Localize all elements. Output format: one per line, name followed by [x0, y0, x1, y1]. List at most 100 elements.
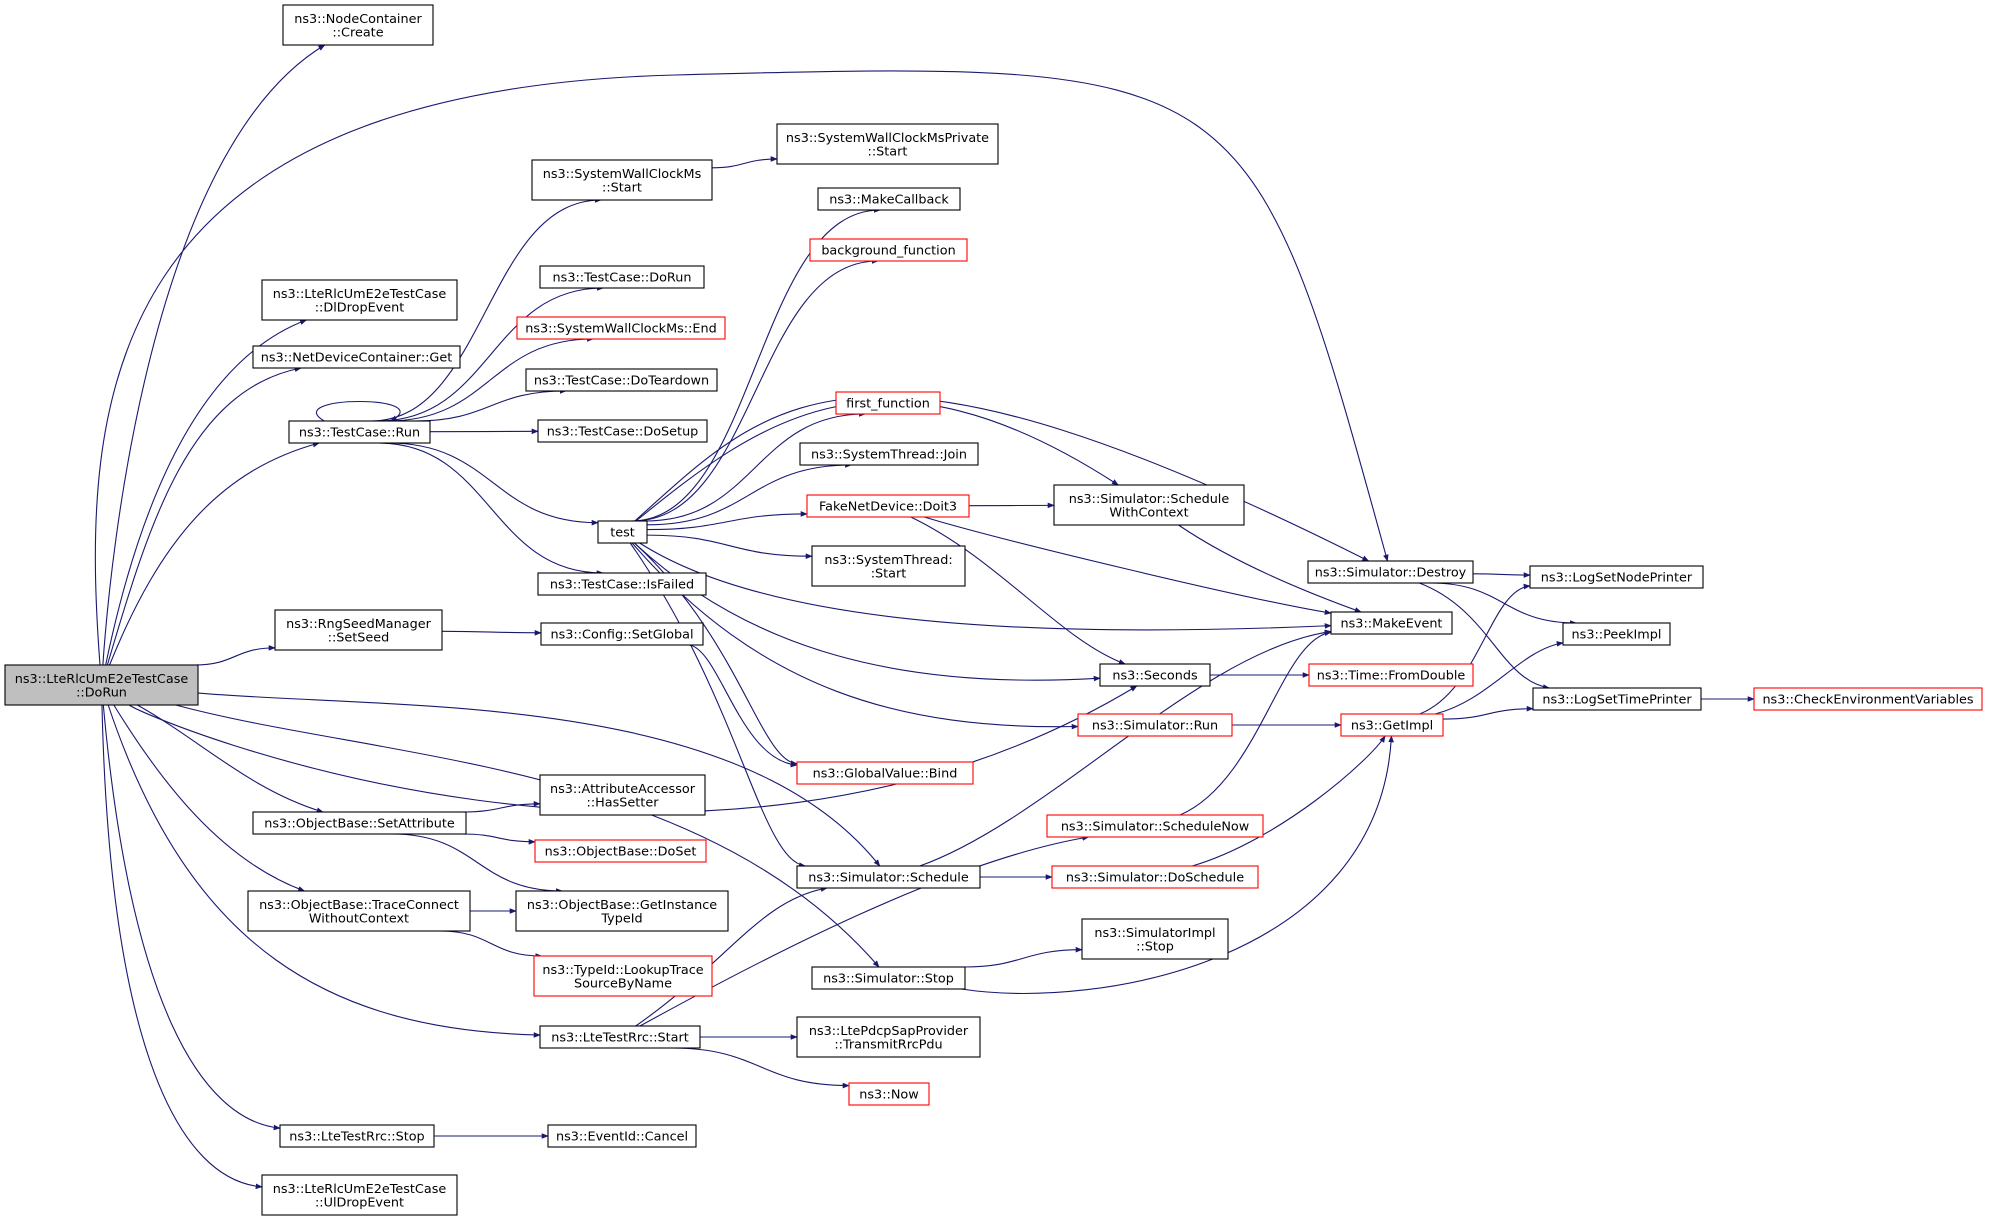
node-swc_end[interactable]: ns3::SystemWallClockMs::End: [516, 316, 726, 340]
node-sim_schedule[interactable]: ns3::Simulator::Schedule: [796, 865, 981, 889]
node-box[interactable]: [1562, 622, 1671, 646]
node-getimpl[interactable]: ns3::GetImpl: [1340, 713, 1444, 737]
node-box[interactable]: [799, 442, 979, 466]
node-ob_doset[interactable]: ns3::ObjectBase::DoSet: [534, 839, 707, 863]
node-box[interactable]: [848, 1082, 930, 1106]
node-tc_teardown[interactable]: ns3::TestCase::DoTeardown: [525, 368, 718, 392]
node-box[interactable]: [531, 159, 713, 201]
node-box[interactable]: [547, 1124, 697, 1148]
node-box[interactable]: [274, 609, 443, 651]
node-box[interactable]: [537, 572, 707, 596]
node-box[interactable]: [796, 761, 974, 785]
node-swc_start[interactable]: ns3::SystemWallClockMs::Start: [531, 159, 713, 201]
node-box[interactable]: [1081, 918, 1229, 960]
node-box[interactable]: [811, 545, 966, 587]
node-box[interactable]: [4, 664, 199, 706]
node-box[interactable]: [539, 774, 706, 816]
node-box[interactable]: [282, 4, 434, 46]
node-makeevent[interactable]: ns3::MakeEvent: [1330, 611, 1453, 635]
node-first_function[interactable]: first_function: [835, 391, 941, 415]
node-swcp_start[interactable]: ns3::SystemWallClockMsPrivate::Start: [776, 123, 999, 165]
node-check_env[interactable]: ns3::CheckEnvironmentVariables: [1753, 687, 1983, 711]
node-box[interactable]: [796, 865, 981, 889]
node-box[interactable]: [537, 419, 708, 443]
node-tc_isfailed[interactable]: ns3::TestCase::IsFailed: [537, 572, 707, 596]
node-box[interactable]: [1753, 687, 1983, 711]
node-dldrop[interactable]: ns3::LteRlcUmE2eTestCase::DlDropEvent: [261, 279, 458, 321]
node-tc_setup[interactable]: ns3::TestCase::DoSetup: [537, 419, 708, 443]
node-box[interactable]: [252, 345, 461, 369]
node-box[interactable]: [597, 520, 648, 544]
node-box[interactable]: [261, 279, 458, 321]
node-box[interactable]: [539, 1025, 701, 1049]
node-box[interactable]: [1051, 865, 1259, 889]
node-box[interactable]: [809, 238, 968, 262]
node-sim_run[interactable]: ns3::Simulator::Run: [1077, 713, 1233, 737]
node-box[interactable]: [515, 890, 729, 932]
node-sim_destroy[interactable]: ns3::Simulator::Destroy: [1307, 560, 1474, 584]
node-box[interactable]: [252, 811, 467, 835]
node-box[interactable]: [525, 368, 718, 392]
node-log_timeprinter[interactable]: ns3::LogSetTimePrinter: [1532, 687, 1702, 711]
node-box[interactable]: [1307, 560, 1474, 584]
node-node_create[interactable]: ns3::NodeContainer::Create: [282, 4, 434, 46]
node-rng_setseed[interactable]: ns3::RngSeedManager::SetSeed: [274, 609, 443, 651]
node-ndc_get[interactable]: ns3::NetDeviceContainer::Get: [252, 345, 461, 369]
node-box[interactable]: [539, 265, 705, 289]
node-uldrop[interactable]: ns3::LteRlcUmE2eTestCase::UlDropEvent: [261, 1174, 458, 1216]
node-box[interactable]: [1532, 687, 1702, 711]
node-box[interactable]: [516, 316, 726, 340]
node-box[interactable]: [247, 890, 471, 932]
node-box[interactable]: [279, 1124, 435, 1148]
node-sim_dosched[interactable]: ns3::Simulator::DoSchedule: [1051, 865, 1259, 889]
node-pdcp_transmit[interactable]: ns3::LtePdcpSapProvider::TransmitRrcPdu: [796, 1016, 981, 1058]
node-box[interactable]: [1099, 663, 1211, 687]
node-box[interactable]: [806, 494, 970, 518]
node-sim_schednow[interactable]: ns3::Simulator::ScheduleNow: [1046, 814, 1264, 838]
node-box[interactable]: [811, 966, 966, 990]
node-box[interactable]: [1330, 611, 1453, 635]
node-ob_setattr[interactable]: ns3::ObjectBase::SetAttribute: [252, 811, 467, 835]
node-box[interactable]: [1529, 565, 1704, 589]
node-seconds[interactable]: ns3::Seconds: [1099, 663, 1211, 687]
node-root[interactable]: ns3::LteRlcUmE2eTestCase::DoRun: [4, 664, 199, 706]
node-box[interactable]: [1046, 814, 1264, 838]
node-aa_hassetter[interactable]: ns3::AttributeAccessor::HasSetter: [539, 774, 706, 816]
node-box[interactable]: [835, 391, 941, 415]
node-ob_tracecon[interactable]: ns3::ObjectBase::TraceConnectWithoutCont…: [247, 890, 471, 932]
node-box[interactable]: [534, 839, 707, 863]
node-lterrc_stop[interactable]: ns3::LteTestRrc::Stop: [279, 1124, 435, 1148]
node-box[interactable]: [533, 955, 713, 997]
node-gv_bind[interactable]: ns3::GlobalValue::Bind: [796, 761, 974, 785]
node-box[interactable]: [776, 123, 999, 165]
node-box[interactable]: [288, 420, 431, 444]
node-st_join[interactable]: ns3::SystemThread::Join: [799, 442, 979, 466]
node-log_nodeprinter[interactable]: ns3::LogSetNodePrinter: [1529, 565, 1704, 589]
node-sim_stop[interactable]: ns3::Simulator::Stop: [811, 966, 966, 990]
node-box[interactable]: [1077, 713, 1233, 737]
node-box[interactable]: [1340, 713, 1444, 737]
node-st_start[interactable]: ns3::SystemThread::Start: [811, 545, 966, 587]
node-tc_run[interactable]: ns3::TestCase::Run: [288, 420, 431, 444]
node-box[interactable]: [1053, 484, 1245, 526]
node-box[interactable]: [540, 622, 704, 646]
node-peekimpl[interactable]: ns3::PeekImpl: [1562, 622, 1671, 646]
node-cfg_setglobal[interactable]: ns3::Config::SetGlobal: [540, 622, 704, 646]
node-box[interactable]: [261, 1174, 458, 1216]
node-box[interactable]: [796, 1016, 981, 1058]
node-bg_function[interactable]: background_function: [809, 238, 968, 262]
node-now[interactable]: ns3::Now: [848, 1082, 930, 1106]
node-tc_dorun[interactable]: ns3::TestCase::DoRun: [539, 265, 705, 289]
node-time_fromdouble[interactable]: ns3::Time::FromDouble: [1308, 663, 1474, 687]
node-fnd_doit3[interactable]: FakeNetDevice::Doit3: [806, 494, 970, 518]
node-test[interactable]: test: [597, 520, 648, 544]
node-simimpl_stop[interactable]: ns3::SimulatorImpl::Stop: [1081, 918, 1229, 960]
node-box[interactable]: [1308, 663, 1474, 687]
node-box[interactable]: [817, 187, 961, 211]
node-makecallback[interactable]: ns3::MakeCallback: [817, 187, 961, 211]
node-eventid_cancel[interactable]: ns3::EventId::Cancel: [547, 1124, 697, 1148]
node-lterrc_start[interactable]: ns3::LteTestRrc::Start: [539, 1025, 701, 1049]
